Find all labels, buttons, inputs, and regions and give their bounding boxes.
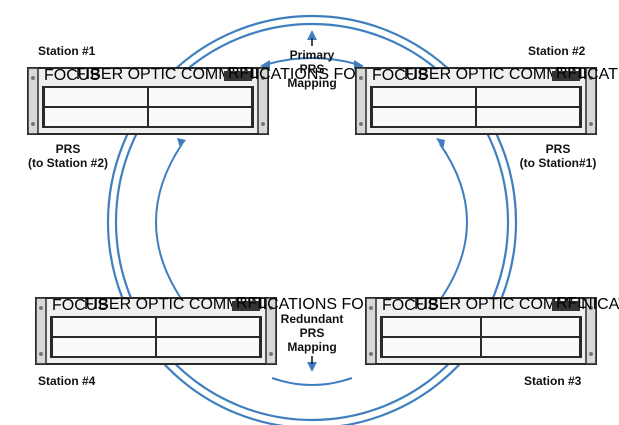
prs-label-line2: (to Station#1) [519,156,597,170]
redundant-line3: Mapping [287,340,337,354]
unit-subtitle: FIBER OPTIC COMMUNICATIONS FOR UTILITY S… [414,296,619,313]
station-2-label: Station #2 [528,44,586,58]
unit-brand: FOCUS [52,297,108,314]
primary-line2: PRS [299,62,325,76]
station-4-label: Station #4 [38,374,96,388]
station-3-label: Station #3 [524,374,582,388]
prs-mapping-ring [155,57,468,386]
unit-logo: RFL [556,295,586,312]
arc-top [267,57,357,65]
arrowhead-primary-up [307,30,317,40]
unit-logo: RFL [236,295,266,312]
unit-logo: RFL [228,65,258,82]
unit-brand: FOCUS [382,297,438,314]
station-unit-3: FOCUS FIBER OPTIC COMMUNICATIONS FOR UTI… [365,295,619,365]
unit-logo: RFL [556,65,586,82]
primary-prs-mapping-label: Primary PRS Mapping [272,48,352,90]
arrowhead-left-up [177,138,186,148]
primary-line3: Mapping [287,76,337,90]
fiber-ring [106,14,518,425]
arrowhead-redundant-down [307,362,317,372]
station-1-label: Station #1 [38,44,96,58]
prs-label-line1: PRS [55,142,81,156]
prs-to-station-1-label: PRS (to Station#1) [508,142,608,170]
redundant-prs-mapping-label: Redundant PRS Mapping [272,312,352,354]
redundant-line2: PRS [299,326,325,340]
arc-bottom [271,377,353,386]
unit-brand: FOCUS [372,67,428,84]
arrowhead-right-up [436,138,445,150]
unit-subtitle: FIBER OPTIC COMMUNICATIONS FOR UTILITY S… [404,66,619,83]
unit-brand: FOCUS [44,67,100,84]
primary-line1: Primary [289,48,335,62]
redundant-line1: Redundant [280,312,344,326]
prs-label-line2: (to Station #2) [28,156,108,170]
arc-right [439,143,468,301]
prs-to-station-2-label: PRS (to Station #2) [18,142,118,170]
station-unit-2: FOCUS FIBER OPTIC COMMUNICATIONS FOR UTI… [355,65,619,135]
arc-left [155,143,183,301]
prs-label-line1: PRS [545,142,571,156]
